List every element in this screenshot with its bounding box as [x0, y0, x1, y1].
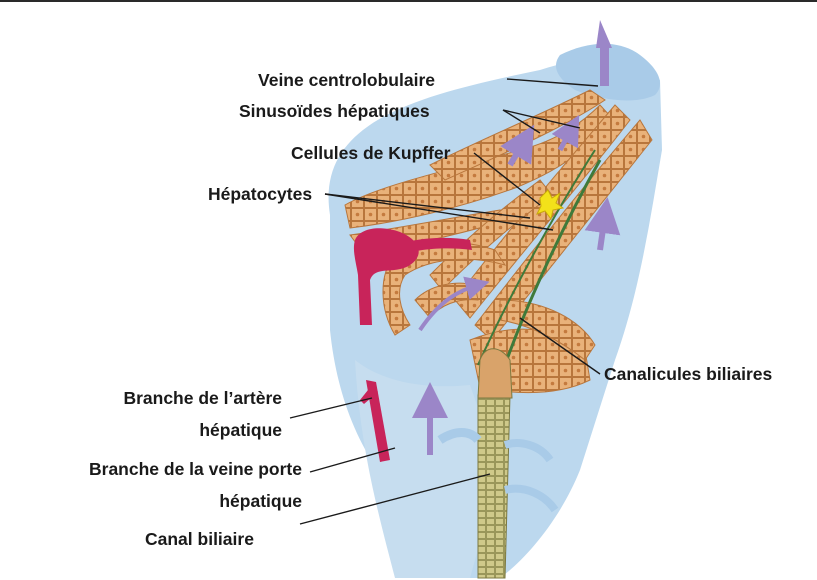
label-cellules-de-kupffer: Cellules de Kupffer: [291, 143, 450, 163]
label-branche-veine-line2: hépatique: [4, 491, 302, 511]
label-branche-veine-line1: Branche de la veine porte: [4, 459, 302, 479]
label-sinusoides-hepatiques: Sinusoïdes hépatiques: [239, 101, 430, 121]
label-canalicules-biliaires: Canalicules biliaires: [604, 364, 772, 384]
label-hepatocytes: Hépatocytes: [208, 184, 312, 204]
label-branche-artere-line1: Branche de l’artère: [60, 388, 282, 408]
label-branche-artere-line2: hépatique: [60, 420, 282, 440]
label-veine-centrolobulaire: Veine centrolobulaire: [258, 70, 435, 90]
label-canal-biliaire: Canal biliaire: [145, 529, 254, 549]
